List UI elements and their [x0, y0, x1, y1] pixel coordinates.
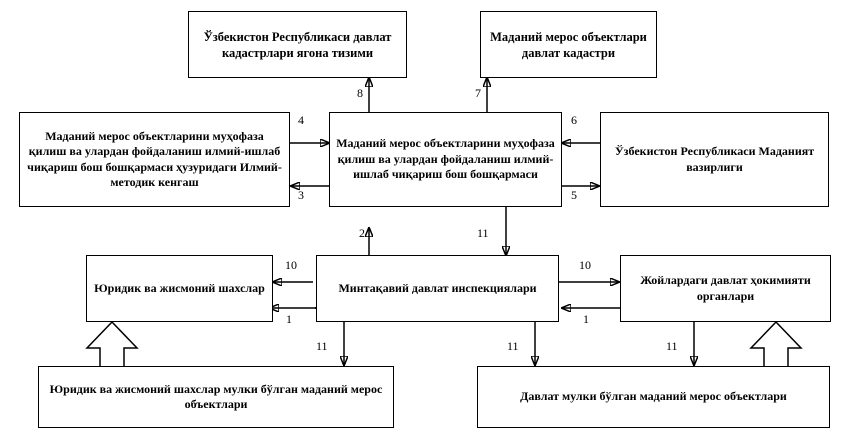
box-hokimiyat-organlari[interactable]: Жойлардаги давлат ҳокимияти органлари	[620, 255, 831, 322]
box-ilmiy-metodik-kengash-label: Маданий мерос объектларини муҳофаза қили…	[27, 128, 282, 189]
box-bosh-boshqarma[interactable]: Маданий мерос объектларини муҳофаза қили…	[329, 112, 562, 207]
box-davlat-meros-obyektlari[interactable]: Давлат мулки бўлган маданий мерос объект…	[477, 366, 830, 428]
connector-label-4: 4	[298, 113, 304, 127]
box-davlat-meros-obyektlari-label: Давлат мулки бўлган маданий мерос объект…	[520, 389, 787, 404]
connector-label-2: 2	[359, 226, 365, 240]
box-kadastr-yagona-tizimi-label: Ўзбекистон Республикаси давлат кадастрла…	[203, 29, 392, 60]
connector-label-7: 7	[475, 86, 481, 100]
box-meros-kadastri[interactable]: Маданий мерос объектлари давлат кадастри	[480, 11, 657, 78]
box-ilmiy-metodik-kengash[interactable]: Маданий мерос объектларини муҳофаза қили…	[19, 112, 290, 207]
connector-label-3: 3	[298, 188, 304, 202]
connector-label-5: 5	[571, 188, 577, 202]
block-arrow-left	[85, 321, 139, 369]
connector-label-1-left: 1	[286, 312, 292, 326]
connector-label-11-top: 11	[477, 226, 489, 240]
box-mintaqaviy-inspektsiyalar-label: Минтақавий давлат инспекциялари	[338, 280, 537, 295]
box-yuridik-jismoniy-shaxslar-label: Юридик ва жисмоний шахслар	[94, 280, 265, 295]
connector-label-11-down-left: 11	[316, 339, 328, 353]
connector-label-11-down-right: 11	[666, 339, 678, 353]
box-bosh-boshqarma-label: Маданий мерос объектларини муҳофаза қили…	[336, 136, 555, 182]
connector-label-1-right: 1	[583, 312, 589, 326]
box-xususiy-meros-obyektlari-label: Юридик ва жисмоний шахслар мулки бўлган …	[49, 381, 383, 411]
box-madaniyat-vazirligi[interactable]: Ўзбекистон Республикаси Маданият вазирли…	[600, 112, 829, 207]
connector-label-10-right: 10	[579, 258, 591, 272]
connector-label-8: 8	[357, 86, 363, 100]
connector-label-10-left: 10	[285, 258, 297, 272]
box-xususiy-meros-obyektlari[interactable]: Юридик ва жисмоний шахслар мулки бўлган …	[38, 366, 394, 428]
box-hokimiyat-organlari-label: Жойлардаги давлат ҳокимияти органлари	[640, 273, 811, 303]
box-mintaqaviy-inspektsiyalar[interactable]: Минтақавий давлат инспекциялари	[316, 255, 559, 322]
block-arrow-right	[749, 321, 803, 369]
connector-label-11-down-center: 11	[507, 339, 519, 353]
box-meros-kadastri-label: Маданий мерос объектлари давлат кадастри	[490, 29, 647, 60]
box-yuridik-jismoniy-shaxslar[interactable]: Юридик ва жисмоний шахслар	[86, 255, 273, 322]
box-madaniyat-vazirligi-label: Ўзбекистон Республикаси Маданият вазирли…	[614, 144, 815, 174]
box-kadastr-yagona-tizimi[interactable]: Ўзбекистон Республикаси давлат кадастрла…	[188, 11, 407, 78]
connector-label-6: 6	[571, 113, 577, 127]
